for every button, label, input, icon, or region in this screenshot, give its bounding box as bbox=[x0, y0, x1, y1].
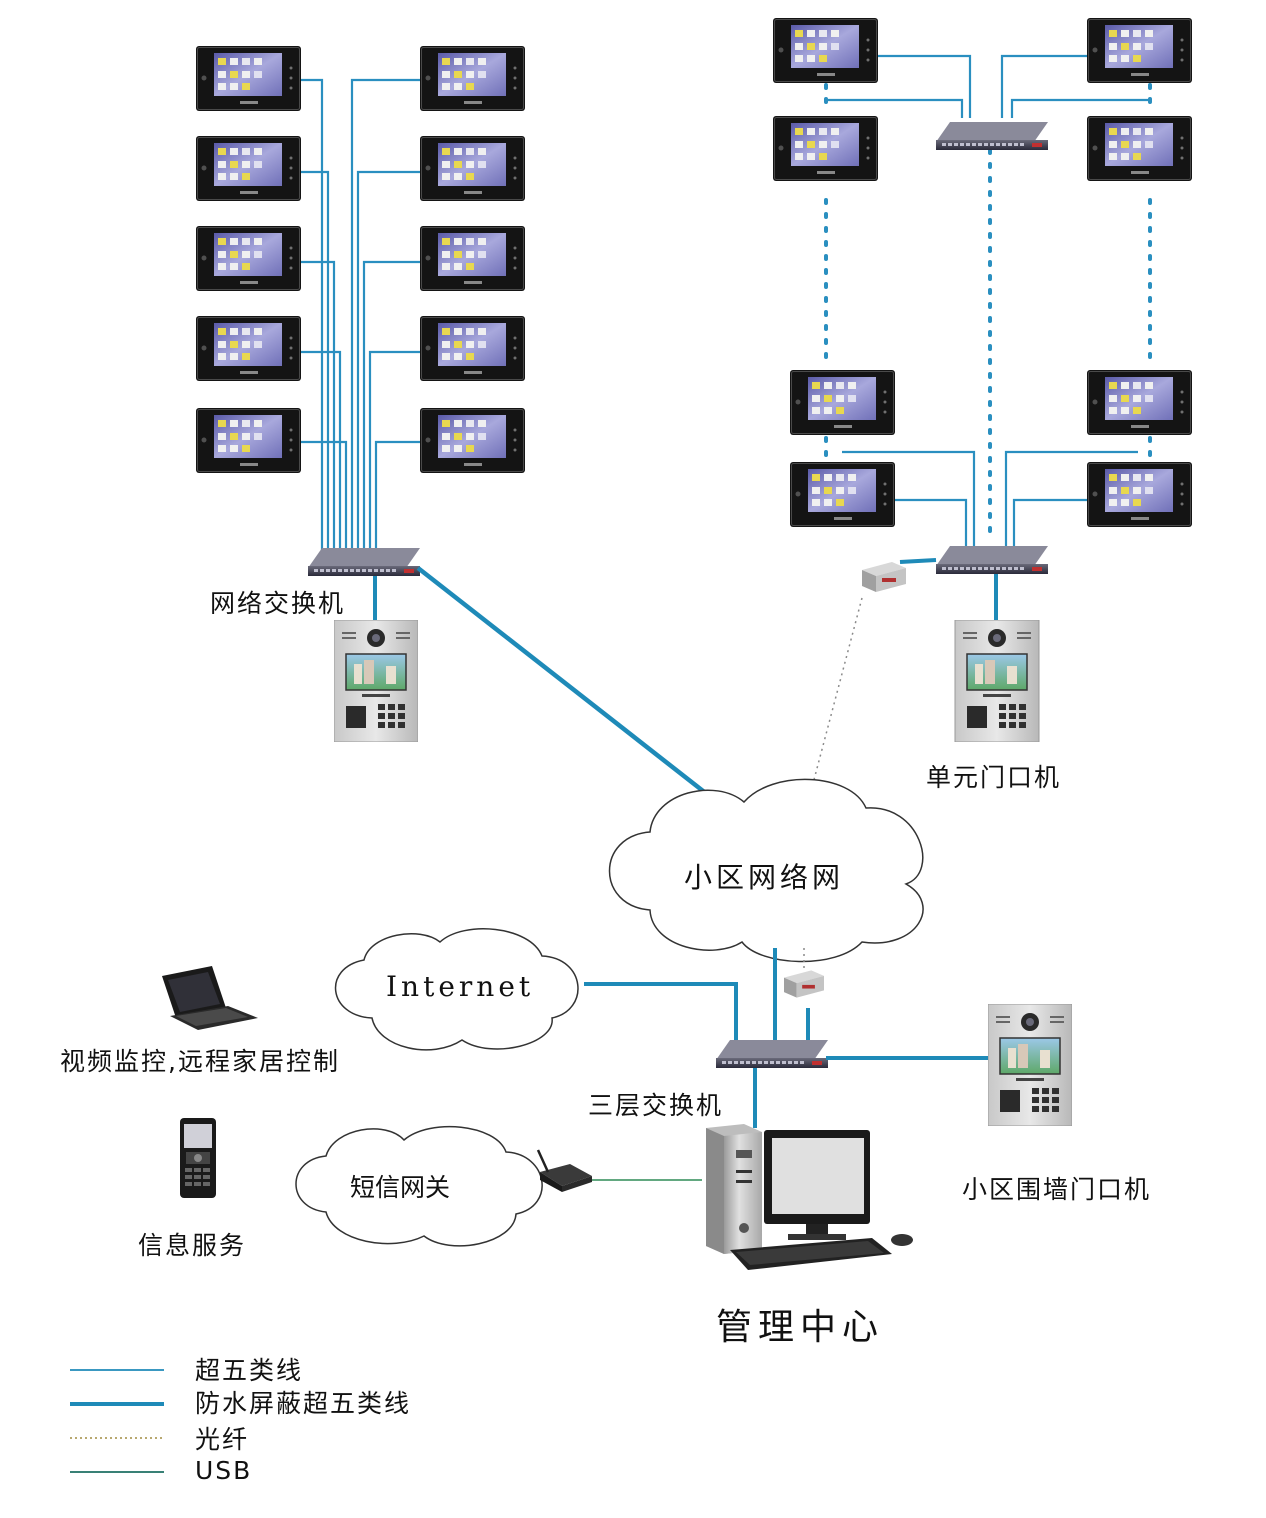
indoor-monitor[interactable] bbox=[1087, 116, 1192, 181]
indoor-monitor[interactable] bbox=[196, 408, 301, 473]
fiber-converter-icon[interactable] bbox=[862, 562, 906, 592]
indoor-monitor[interactable] bbox=[790, 462, 895, 527]
legend-cat5-label: 超五类线 bbox=[195, 1356, 304, 1385]
internet-label: Internet bbox=[386, 970, 535, 1003]
community-network-cloud bbox=[608, 778, 924, 963]
management-pc-icon[interactable] bbox=[706, 1124, 913, 1270]
unit-door-station-icon[interactable] bbox=[954, 620, 1040, 742]
core-converter-icon[interactable] bbox=[784, 970, 824, 998]
floor-switch-icon[interactable] bbox=[936, 122, 1048, 150]
laptop-icon[interactable] bbox=[162, 966, 258, 1030]
indoor-monitor[interactable] bbox=[420, 408, 525, 473]
indoor-monitor[interactable] bbox=[196, 46, 301, 111]
converter-link bbox=[899, 558, 937, 564]
legend-usb-label: USB bbox=[195, 1456, 253, 1485]
indoor-monitor[interactable] bbox=[1087, 462, 1192, 527]
remote-control-label: 视频监控,远程家居控制 bbox=[60, 1047, 340, 1076]
indoor-monitor[interactable] bbox=[420, 136, 525, 201]
indoor-monitor[interactable] bbox=[196, 316, 301, 381]
unit-switch-icon[interactable] bbox=[936, 546, 1048, 574]
legend-shielded-label: 防水屏蔽超五类线 bbox=[195, 1389, 412, 1418]
building-door-station-icon[interactable] bbox=[334, 620, 418, 742]
internet-cloud bbox=[335, 928, 579, 1051]
right-building-fiber bbox=[824, 83, 1152, 544]
layer3-switch-label: 三层交换机 bbox=[588, 1091, 724, 1120]
indoor-monitor[interactable] bbox=[790, 370, 895, 435]
indoor-monitor[interactable] bbox=[420, 316, 525, 381]
left-switch-uplink bbox=[416, 566, 714, 800]
right-building-monitors bbox=[773, 18, 1192, 527]
sms-modem-icon[interactable] bbox=[536, 1149, 592, 1192]
indoor-monitor[interactable] bbox=[773, 18, 878, 83]
network-switch-icon[interactable] bbox=[308, 548, 420, 576]
sms-gateway-label: 短信网关 bbox=[350, 1173, 451, 1202]
fiber-uplink bbox=[805, 597, 863, 811]
sms-gateway-cloud bbox=[295, 1125, 543, 1247]
indoor-monitor[interactable] bbox=[773, 116, 878, 181]
info-service-label: 信息服务 bbox=[138, 1231, 247, 1260]
network-switch-label: 网络交换机 bbox=[210, 589, 346, 618]
wall-door-station-icon[interactable] bbox=[988, 1004, 1072, 1126]
indoor-monitor[interactable] bbox=[420, 226, 525, 291]
legend-fiber-label: 光纤 bbox=[195, 1425, 250, 1454]
right-building-cables bbox=[826, 54, 1150, 548]
left-building-monitors bbox=[196, 46, 525, 473]
indoor-monitor[interactable] bbox=[1087, 370, 1192, 435]
wall-door-station-label: 小区围墙门口机 bbox=[962, 1175, 1152, 1204]
left-building-cables bbox=[300, 78, 420, 552]
management-center-label: 管理中心 bbox=[716, 1307, 885, 1348]
community-network-label: 小区网络网 bbox=[684, 861, 845, 894]
indoor-monitor[interactable] bbox=[1087, 18, 1192, 83]
indoor-monitor[interactable] bbox=[196, 136, 301, 201]
legend-lines bbox=[70, 1369, 164, 1473]
unit-door-station-label: 单元门口机 bbox=[926, 763, 1062, 792]
internet-uplink bbox=[584, 982, 738, 1044]
mobile-phone-icon[interactable] bbox=[180, 1118, 216, 1198]
indoor-monitor[interactable] bbox=[420, 46, 525, 111]
indoor-monitor[interactable] bbox=[196, 226, 301, 291]
layer3-switch-icon[interactable] bbox=[716, 1040, 828, 1068]
